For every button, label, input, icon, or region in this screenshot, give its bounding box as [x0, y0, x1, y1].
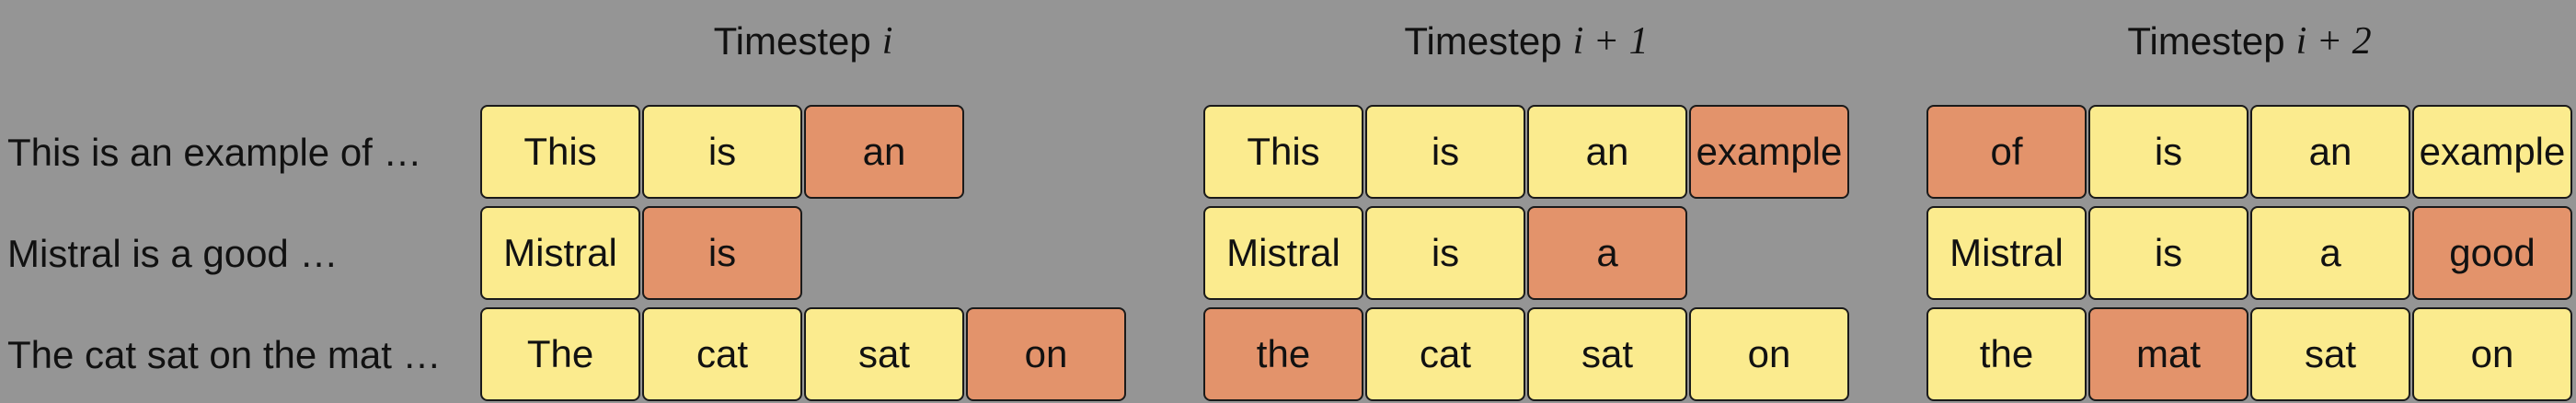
row-label: The cat sat on the mat …: [7, 333, 442, 376]
token-cell: on: [1689, 307, 1849, 401]
token-cell: cat: [642, 307, 802, 401]
token-cell: sat: [804, 307, 964, 401]
token-cell: sat: [2250, 307, 2410, 401]
timestep-index: i + 2: [2295, 20, 2372, 63]
token-cell: The: [480, 307, 640, 401]
token-cell: example: [2412, 105, 2572, 199]
timestep-index: i + 1: [1572, 20, 1649, 63]
token-cell: sat: [1527, 307, 1687, 401]
token-cell: is: [1365, 105, 1525, 199]
current-token-cell: on: [966, 307, 1126, 401]
timestep-index: i: [881, 20, 893, 63]
current-token-cell: mat: [2088, 307, 2248, 401]
token-cell: is: [2088, 105, 2248, 199]
current-token-cell: a: [1527, 206, 1687, 300]
current-token-cell: good: [2412, 206, 2572, 300]
token-cell: is: [2088, 206, 2248, 300]
current-token-cell: of: [1926, 105, 2087, 199]
token-cell: Mistral: [1926, 206, 2087, 300]
token-cell: This: [1203, 105, 1363, 199]
token-cell: an: [1527, 105, 1687, 199]
timestep-label: Timestep: [2127, 19, 2285, 63]
token-cell: a: [2250, 206, 2410, 300]
current-token-cell: example: [1689, 105, 1849, 199]
token-cell: Mistral: [1203, 206, 1363, 300]
token-cell: on: [2412, 307, 2572, 401]
token-cell: an: [2250, 105, 2410, 199]
current-token-cell: is: [642, 206, 802, 300]
token-cell: cat: [1365, 307, 1525, 401]
current-token-cell: an: [804, 105, 964, 199]
token-cell: the: [1926, 307, 2087, 401]
current-token-cell: the: [1203, 307, 1363, 401]
token-cell: is: [642, 105, 802, 199]
timestep-label: Timestep: [1404, 19, 1562, 63]
timestep-label: Timestep: [713, 19, 871, 63]
row-label: This is an example of …: [7, 131, 422, 174]
token-cell: is: [1365, 206, 1525, 300]
token-cell: Mistral: [480, 206, 640, 300]
row-label: Mistral is a good …: [7, 232, 339, 275]
token-cell: This: [480, 105, 640, 199]
